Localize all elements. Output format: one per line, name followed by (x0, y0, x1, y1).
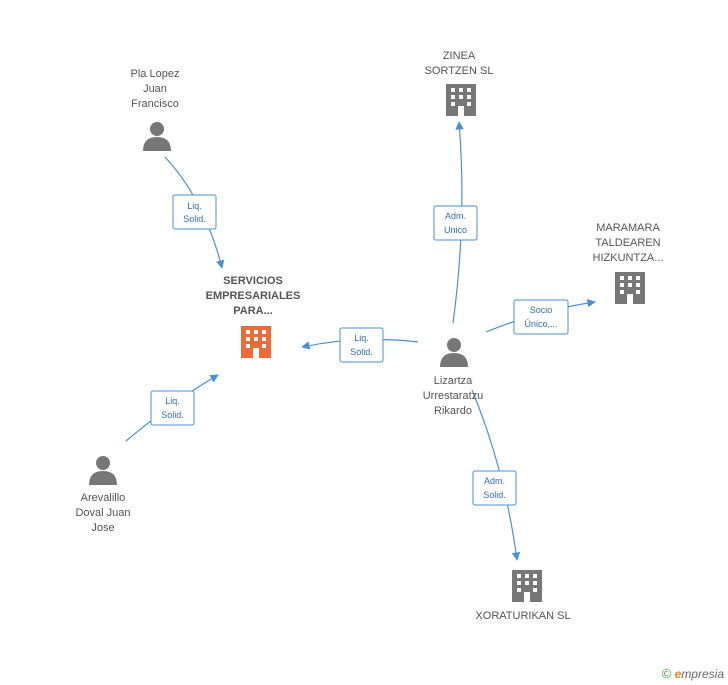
relation-label-zinea[interactable]: Adm. Unico (433, 205, 478, 241)
node-label-line: Doval Juan (75, 507, 130, 519)
node-label-line: SERVICIOS (223, 275, 283, 287)
building-icon (512, 570, 542, 602)
node-servicios-empresariales[interactable]: SERVICIOS EMPRESARIALES PARA... (206, 275, 301, 358)
node-zinea-sortzen[interactable]: ZINEA SORTZEN SL (425, 50, 494, 116)
node-pla-lopez[interactable]: Pla Lopez Juan Francisco (131, 68, 180, 151)
node-label-line: EMPRESARIALES (206, 290, 301, 302)
relation-label-maramara[interactable]: Socio Único,... (513, 299, 569, 335)
node-maramara[interactable]: MARAMARA TALDEAREN HIZKUNTZA... (593, 222, 664, 304)
building-icon (446, 84, 476, 116)
relation-label-lizartza-center[interactable]: Liq. Solid. (339, 327, 384, 363)
brand-name: mpresia (681, 667, 724, 681)
relation-line-1: Liq. (354, 333, 369, 343)
node-label-line: HIZKUNTZA... (593, 252, 664, 264)
relation-line-1: Adm. (445, 211, 466, 221)
copyright-symbol: © (661, 666, 672, 681)
relation-line-2: Único,... (524, 319, 557, 329)
node-label-line: SORTZEN SL (425, 65, 494, 77)
relation-line-2: Solid. (161, 410, 184, 420)
node-label-line: MARAMARA (596, 222, 660, 234)
relation-label-pla[interactable]: Liq. Solid. (172, 194, 217, 230)
node-label-line: Pla Lopez (131, 68, 180, 80)
person-icon (440, 338, 468, 367)
node-label-line: Lizartza (434, 375, 473, 387)
node-label-line: Urrestaratzu (423, 390, 484, 402)
relation-line-2: Solid. (183, 214, 206, 224)
node-label-line: Francisco (131, 98, 179, 110)
node-label-line: ZINEA (443, 50, 476, 62)
relation-label-arevalillo[interactable]: Liq. Solid. (150, 390, 195, 426)
node-lizartza[interactable]: Lizartza Urrestaratzu Rikardo (423, 338, 484, 417)
relation-line-1: Adm. (484, 476, 505, 486)
node-label-line: Juan (143, 83, 167, 95)
person-icon (143, 122, 171, 151)
relation-line-2: Solid. (483, 490, 506, 500)
person-icon (89, 456, 117, 485)
node-label-line: Rikardo (434, 405, 472, 417)
building-icon (241, 326, 271, 358)
relation-line-1: Liq. (165, 396, 180, 406)
node-arevalillo[interactable]: Arevalillo Doval Juan Jose (75, 456, 131, 534)
relation-line-1: Liq. (187, 201, 202, 211)
node-label-line: TALDEAREN (595, 237, 660, 249)
node-label-line: PARA... (233, 305, 273, 317)
relation-line-2: Solid. (350, 347, 373, 357)
node-label-line: XORATURIKAN SL (475, 610, 570, 622)
empresia-watermark: © empresia (662, 666, 724, 681)
relation-line-1: Socio (530, 305, 553, 315)
node-label-line: Jose (91, 522, 114, 534)
brand-initial: e (674, 667, 682, 681)
relation-label-xoraturikan[interactable]: Adm. Solid. (472, 470, 517, 506)
relation-line-2: Unico (444, 225, 467, 235)
node-label-line: Arevalillo (81, 492, 126, 504)
building-icon (615, 272, 645, 304)
node-xoraturikan[interactable]: XORATURIKAN SL (475, 570, 571, 622)
